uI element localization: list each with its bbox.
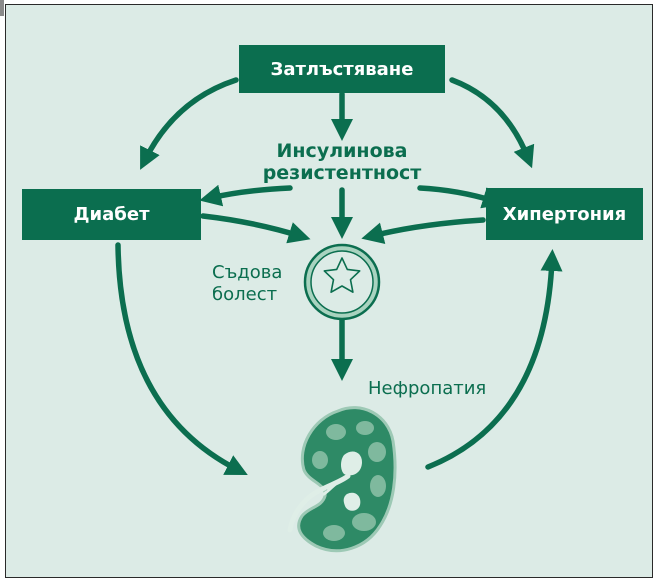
node-nephropathy: Нефропатия (368, 378, 486, 400)
insulin-resistance-line1: Инсулинова (242, 140, 442, 162)
node-diabetes: Диабет (22, 189, 201, 240)
vascular-disease-line2: болест (212, 284, 302, 306)
node-vascular-disease: Съдова болест (212, 262, 302, 306)
node-obesity: Затлъстяване (239, 45, 445, 93)
insulin-resistance-line2: резистентност (242, 162, 442, 184)
arrow-kidney-to-hypertension (428, 260, 552, 467)
kidney-icon (290, 408, 395, 551)
node-hypertension: Хипертония (486, 188, 643, 240)
arrow-obesity-to-hypertension (452, 80, 528, 158)
node-insulin-resistance: Инсулинова резистентност (242, 140, 442, 184)
blood-vessel-cross-section-icon (305, 245, 379, 319)
vascular-disease-line1: Съдова (212, 262, 302, 284)
arrow-diabetes-to-vessel (203, 216, 300, 236)
arrow-insulin-to-diabetes (210, 188, 290, 198)
arrow-hypertension-to-vessel (372, 220, 483, 236)
arrow-obesity-to-diabetes (145, 80, 236, 160)
arrow-insulin-to-hypertension (420, 188, 494, 201)
